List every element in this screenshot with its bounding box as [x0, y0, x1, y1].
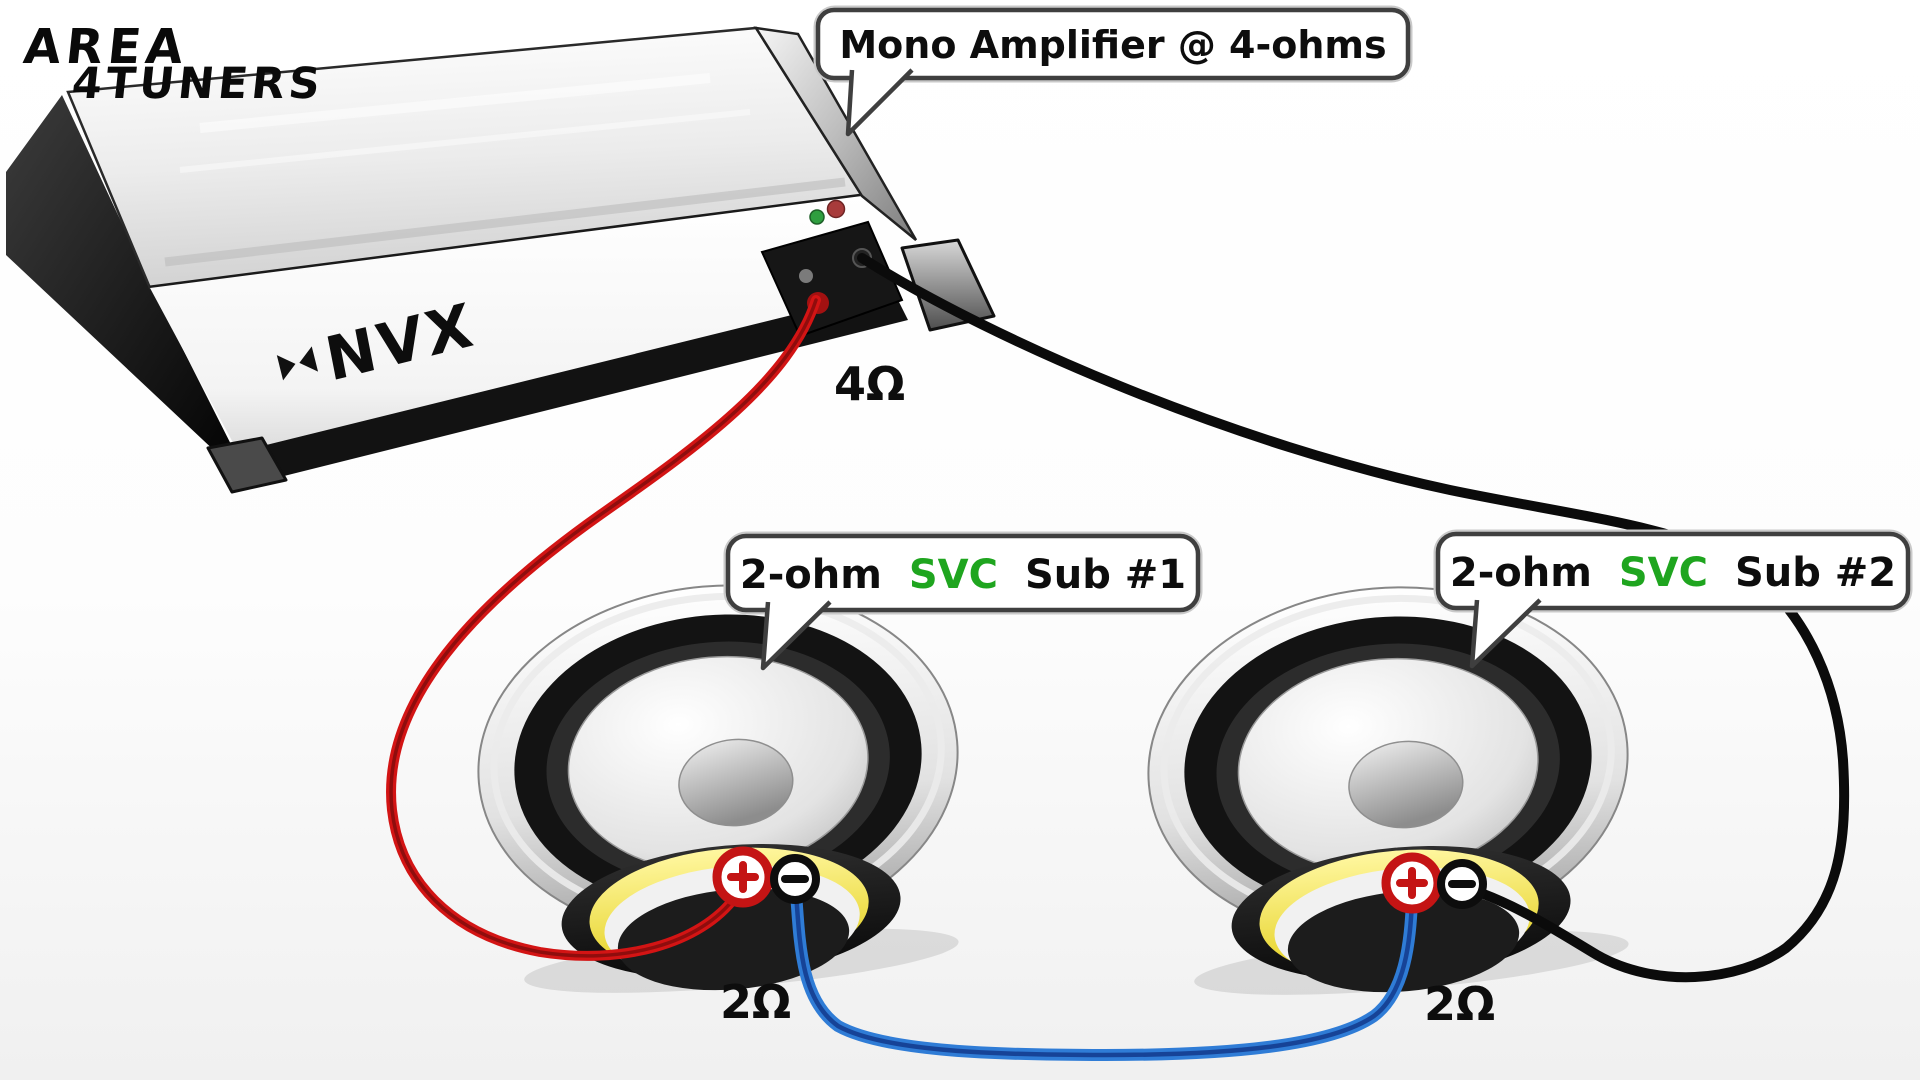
- watermark-line2: 4TUNERS: [69, 59, 327, 110]
- callout-sub1-text: 2-ohm SVC Sub #1: [740, 552, 1186, 598]
- sub1-negative-terminal: [770, 854, 820, 904]
- callout-amplifier: Mono Amplifier @ 4-ohms: [813, 5, 1413, 137]
- watermark-logo: AREA 4TUNERS: [18, 19, 329, 110]
- subwoofer-2: [1134, 568, 1647, 1012]
- callout-tail: [845, 68, 914, 137]
- amplifier-left-side: [6, 95, 252, 486]
- amp-speaker-terminal-block: [760, 220, 904, 338]
- sub1-positive-terminal: [712, 846, 774, 908]
- callout-amplifier-text: Mono Amplifier @ 4-ohms: [839, 23, 1386, 67]
- amp-to-sub1-wire-red-core: [389, 298, 818, 958]
- power-led-red: [826, 199, 846, 219]
- callout-tail: [1469, 598, 1542, 669]
- terminal-block-screw: [799, 269, 813, 283]
- amplifier-right-foot: [900, 238, 996, 332]
- plus-icon: [1396, 867, 1428, 899]
- callout-bubble: [1435, 531, 1911, 611]
- callout-bubble: [815, 7, 1411, 81]
- power-led-green: [809, 209, 825, 225]
- callout-tail: [760, 600, 832, 671]
- callout-sub2-svc: SVC: [1619, 550, 1708, 596]
- callout-sub2: 2-ohm SVC Sub #2: [1433, 529, 1913, 669]
- amplifier-front-face: [150, 196, 893, 452]
- sub2-negative-terminal: [1437, 859, 1487, 909]
- subwoofer-1: [464, 566, 977, 1010]
- callout-bubble: [725, 533, 1201, 613]
- top-face-streak: [199, 73, 711, 133]
- amp-impedance-label: 4Ω: [834, 357, 905, 411]
- callout-sub1-svc: SVC: [909, 552, 998, 598]
- sub2-impedance-label: 2Ω: [1424, 977, 1495, 1031]
- callout-sub1-suffix: Sub #1: [1025, 552, 1186, 598]
- top-face-streak: [179, 109, 751, 173]
- nvx-logo-mark-icon: [299, 346, 319, 372]
- amplifier-chrome-band: [753, 26, 918, 241]
- series-jumper-wire-blue-core: [793, 889, 1415, 1058]
- sub2-positive-terminal: [1381, 852, 1443, 914]
- top-face-streak: [164, 177, 846, 267]
- sub1-impedance-label: 2Ω: [720, 975, 791, 1029]
- callout-sub2-text: 2-ohm SVC Sub #2: [1450, 550, 1896, 596]
- callout-sub1-prefix: 2-ohm: [740, 552, 882, 598]
- amplifier-left-foot: [206, 436, 288, 494]
- callout-sub2-suffix: Sub #2: [1735, 550, 1896, 596]
- callout-sub2-prefix: 2-ohm: [1450, 550, 1592, 596]
- callout-sub1: 2-ohm SVC Sub #1: [723, 531, 1203, 671]
- amplifier: NVX: [6, 26, 996, 494]
- nvx-logo-mark-icon: [276, 355, 296, 381]
- plus-icon: [727, 861, 759, 893]
- amp-to-sub2-wire-black: [857, 253, 1850, 983]
- amplifier-bottom-edge: [238, 290, 908, 484]
